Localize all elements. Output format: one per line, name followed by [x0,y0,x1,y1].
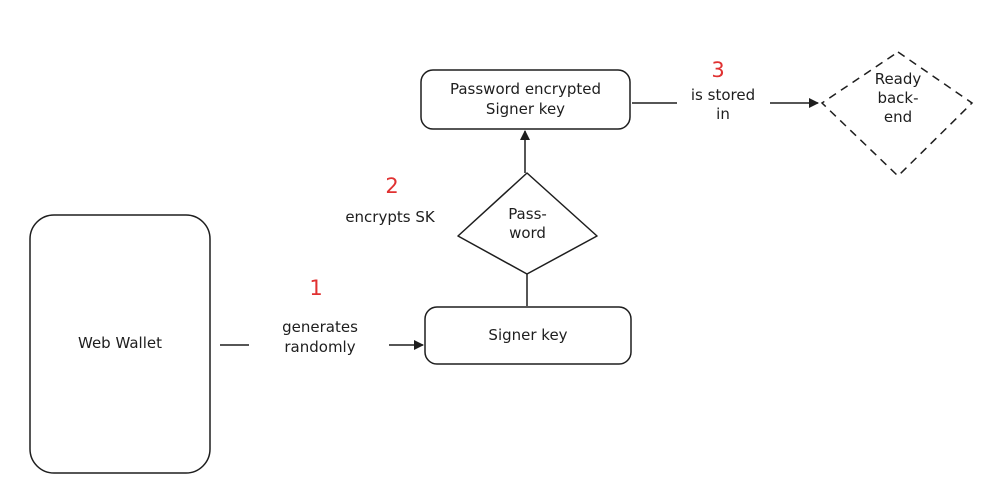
signer-key-node[interactable] [424,306,632,365]
backend-label-1: Ready [874,70,922,88]
step-number-3: 3 [711,58,725,82]
backend-label-2: back- [877,89,919,107]
encrypts-label: encrypts SK [345,208,435,226]
password-label-1: Pass- [508,205,547,223]
step-number-2: 2 [385,174,399,198]
encrypted-key-label-2: Signer key [485,100,566,118]
step-number-1: 1 [309,276,323,300]
encrypted-key-node[interactable] [420,69,631,130]
generates-label-2: randomly [284,338,356,356]
web-wallet-node[interactable] [29,214,211,474]
stored-label-2: in [716,105,730,123]
backend-node[interactable] [820,51,974,178]
generates-label-1: generates [282,318,358,336]
stored-label-1: is stored [690,86,756,104]
signer-key-label: Signer key [488,326,568,344]
encrypted-key-label-1: Password encrypted [449,80,601,98]
backend-label-3: end [883,108,913,126]
web-wallet-label: Web Wallet [78,334,162,352]
password-label-2: word [509,224,546,242]
